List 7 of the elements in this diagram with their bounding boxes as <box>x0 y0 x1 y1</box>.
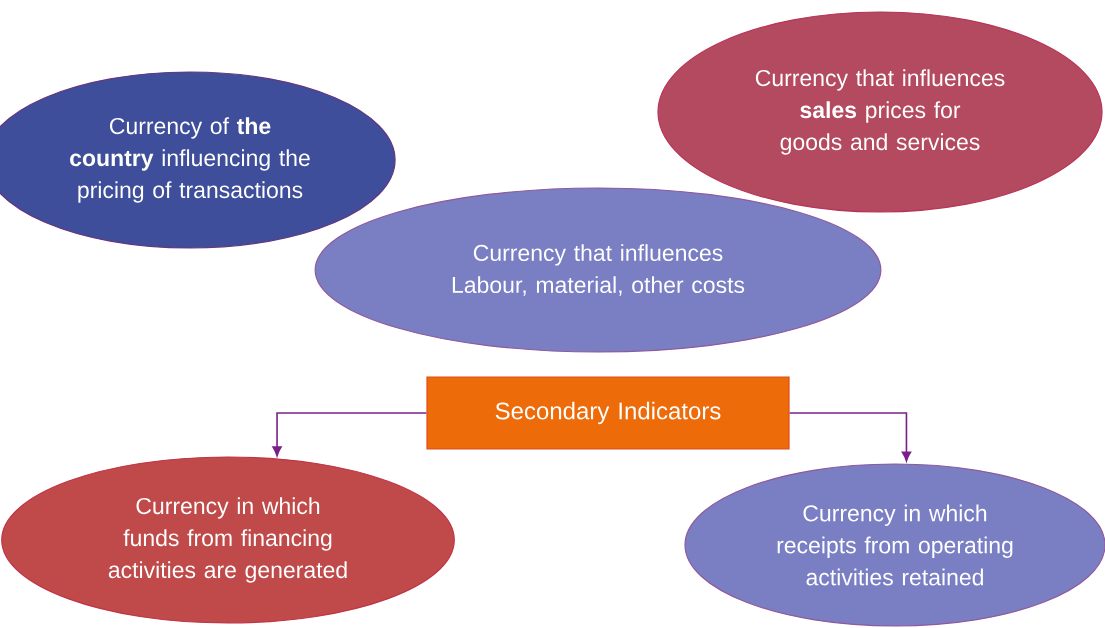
oval-node: Currency that influences Labour, material, other costs <box>314 187 882 353</box>
process-box: Secondary Indicators <box>426 376 790 450</box>
oval-node: Currency that influences sales prices for goods and services <box>657 11 1103 213</box>
oval-node: Currency in which receipts from operating activities retained <box>684 463 1105 627</box>
arrow <box>272 412 428 457</box>
arrow <box>788 412 912 462</box>
oval-node: Currency in which funds from financing activities are generated <box>1 456 455 624</box>
